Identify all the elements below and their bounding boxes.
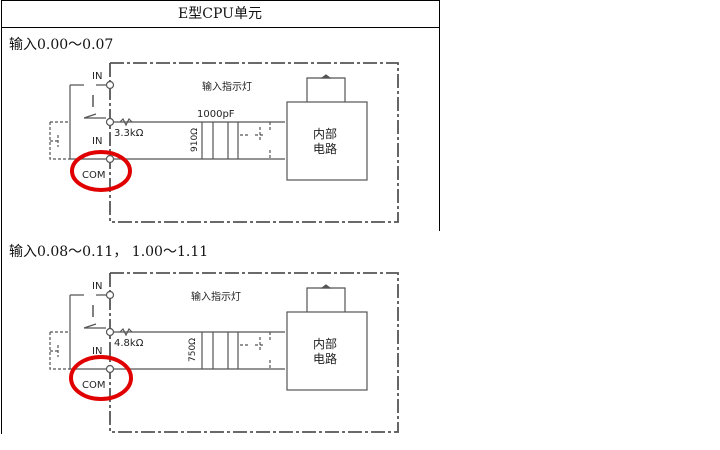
indicator-label: 输入指示灯 bbox=[202, 80, 252, 93]
in-top-label: IN bbox=[92, 71, 102, 82]
table-border bbox=[439, 26, 440, 231]
indicator-label: 输入指示灯 bbox=[191, 290, 241, 303]
resistor-label: 3.3kΩ bbox=[114, 128, 144, 139]
in-bottom-label: IN bbox=[92, 136, 102, 147]
internal-circuit-label-1: 内部 bbox=[313, 336, 337, 351]
internal-circuit-label-2: 电路 bbox=[313, 351, 337, 366]
in-bottom-label: IN bbox=[92, 346, 102, 357]
section-title-1: 输入0.00～0.07 bbox=[9, 37, 114, 53]
red-annotation-circle bbox=[69, 355, 133, 401]
resistor-label: 4.8kΩ bbox=[114, 338, 144, 349]
internal-circuit-label-2: 电路 bbox=[313, 141, 337, 156]
in-top-label: IN bbox=[92, 281, 102, 292]
red-annotation-circle bbox=[70, 150, 132, 192]
com-label: COM bbox=[82, 170, 105, 181]
input-circuit-diagram-1: IN IN COM 输入指示灯 1000pF 3.3kΩ 910Ω 内部 电路 bbox=[49, 62, 399, 223]
internal-circuit-label-1: 内部 bbox=[313, 126, 337, 141]
table-header: E型CPU单元 bbox=[1, 0, 440, 28]
section-title-2: 输入0.08～0.11， 1.00～1.11 bbox=[9, 244, 209, 260]
capacitor-label: 1000pF bbox=[197, 109, 235, 120]
shunt-resistor-label: 910Ω bbox=[190, 128, 200, 152]
com-label: COM bbox=[82, 380, 105, 391]
input-circuit-diagram-2: IN IN COM 输入指示灯 4.8kΩ 750Ω 内部 电路 bbox=[49, 272, 399, 433]
shunt-resistor-label: 750Ω bbox=[188, 338, 198, 362]
table bbox=[1, 0, 441, 434]
